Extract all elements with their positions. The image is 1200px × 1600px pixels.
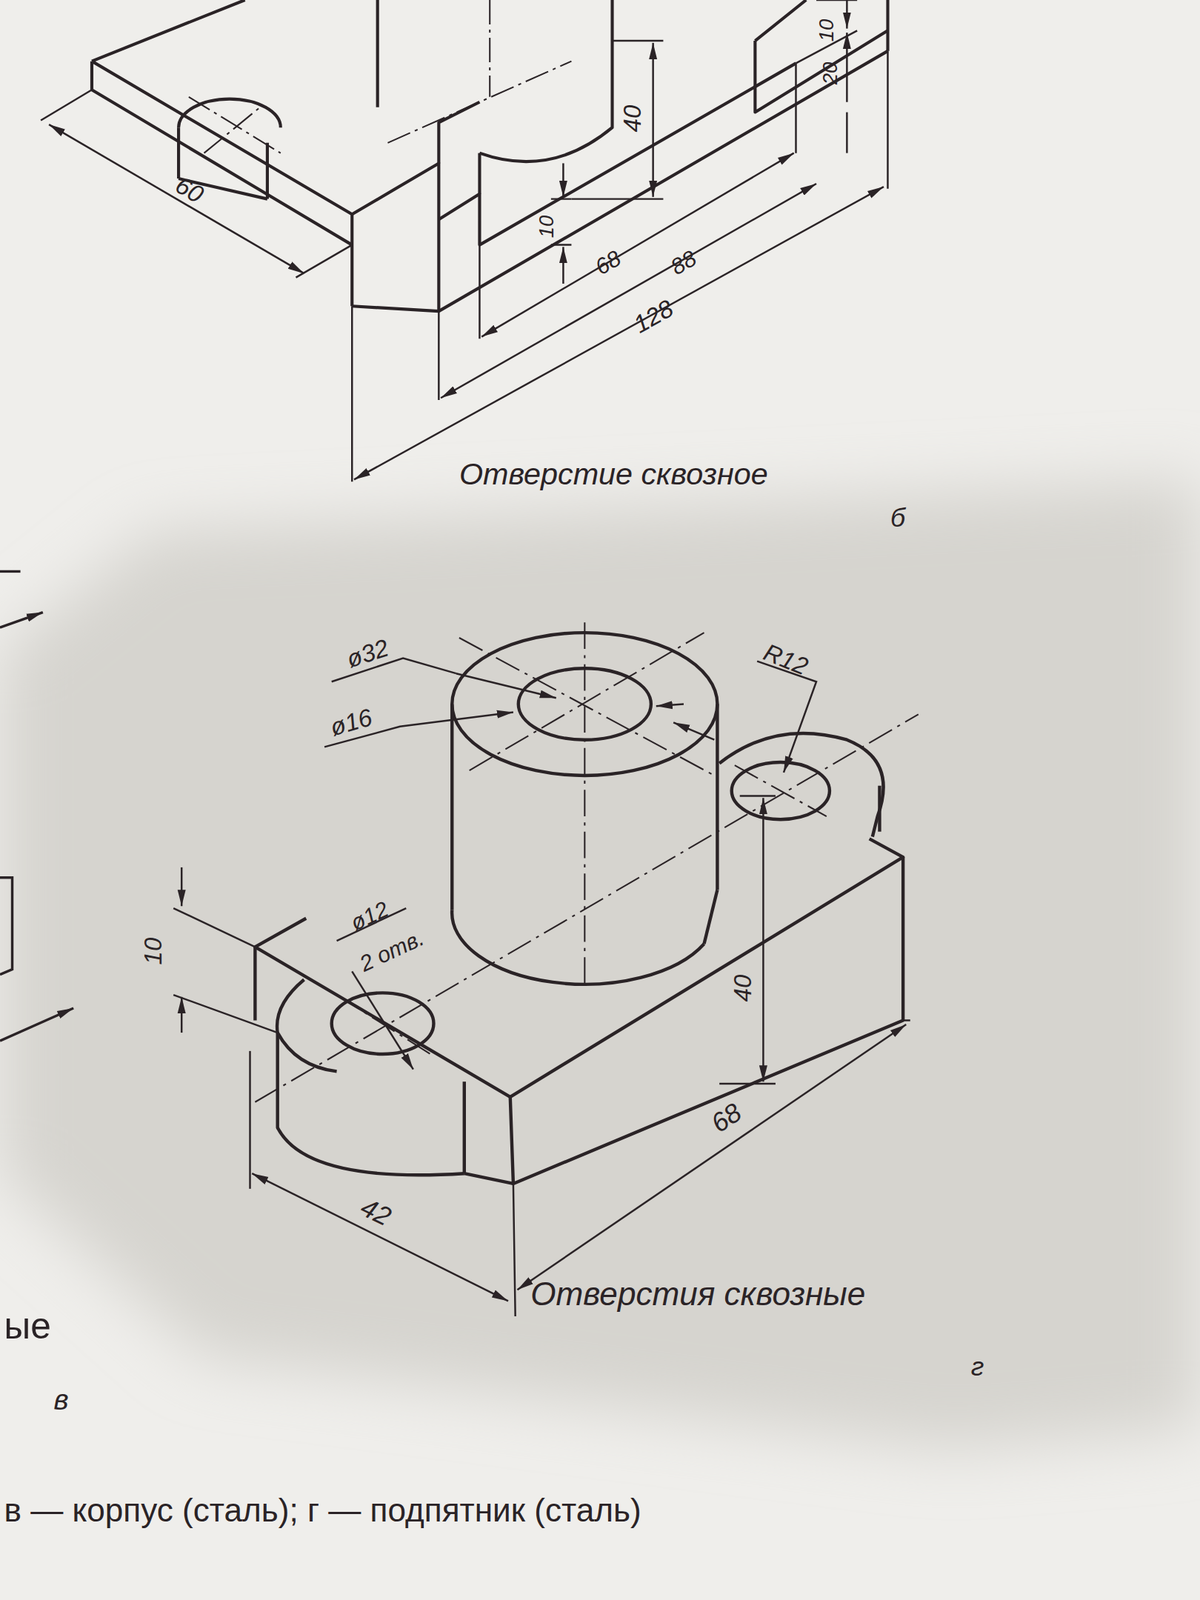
dimension: 10 [140,937,166,965]
figure-letter: г [971,1354,985,1381]
part-b-centerlines [188,0,572,154]
dimension: 68 [591,247,625,280]
figure-letter: б [890,505,906,532]
dimension: ø16 [327,705,375,741]
part-b-drawing [91,0,888,312]
part-g-centerlines [254,622,918,1102]
figure-letter: в [54,1385,69,1415]
dimension: 42 [356,1194,395,1232]
page-shadow [0,479,1200,1449]
note: Отверстия сквозные [530,1277,866,1311]
dimension: 40 [730,974,755,1002]
part-g-drawing [254,632,903,1184]
dimension: 128 [628,295,677,338]
part-b-dimensions [40,0,888,482]
dimension: ø32 [343,634,392,672]
note: Отверстие сквозное [459,459,769,490]
dimension: 68 [706,1099,746,1138]
dimension: 20 [820,62,842,86]
figure-caption: в — корпус (сталь); г — подпятник (сталь… [4,1494,642,1527]
dimension: ø12 [347,897,392,935]
part-g-dimensions [173,658,911,1318]
text-fragment: ые [4,1308,52,1346]
dimension: 2 отв. [356,926,428,976]
dimension: R12 [760,639,812,679]
neighbour-figure-fragment [0,571,74,1041]
dimension: 60 [171,172,208,208]
dimension: 10 [537,214,558,238]
dimension: 10 [816,19,838,43]
dimension: 40 [620,104,646,132]
dimension: 88 [667,247,700,280]
